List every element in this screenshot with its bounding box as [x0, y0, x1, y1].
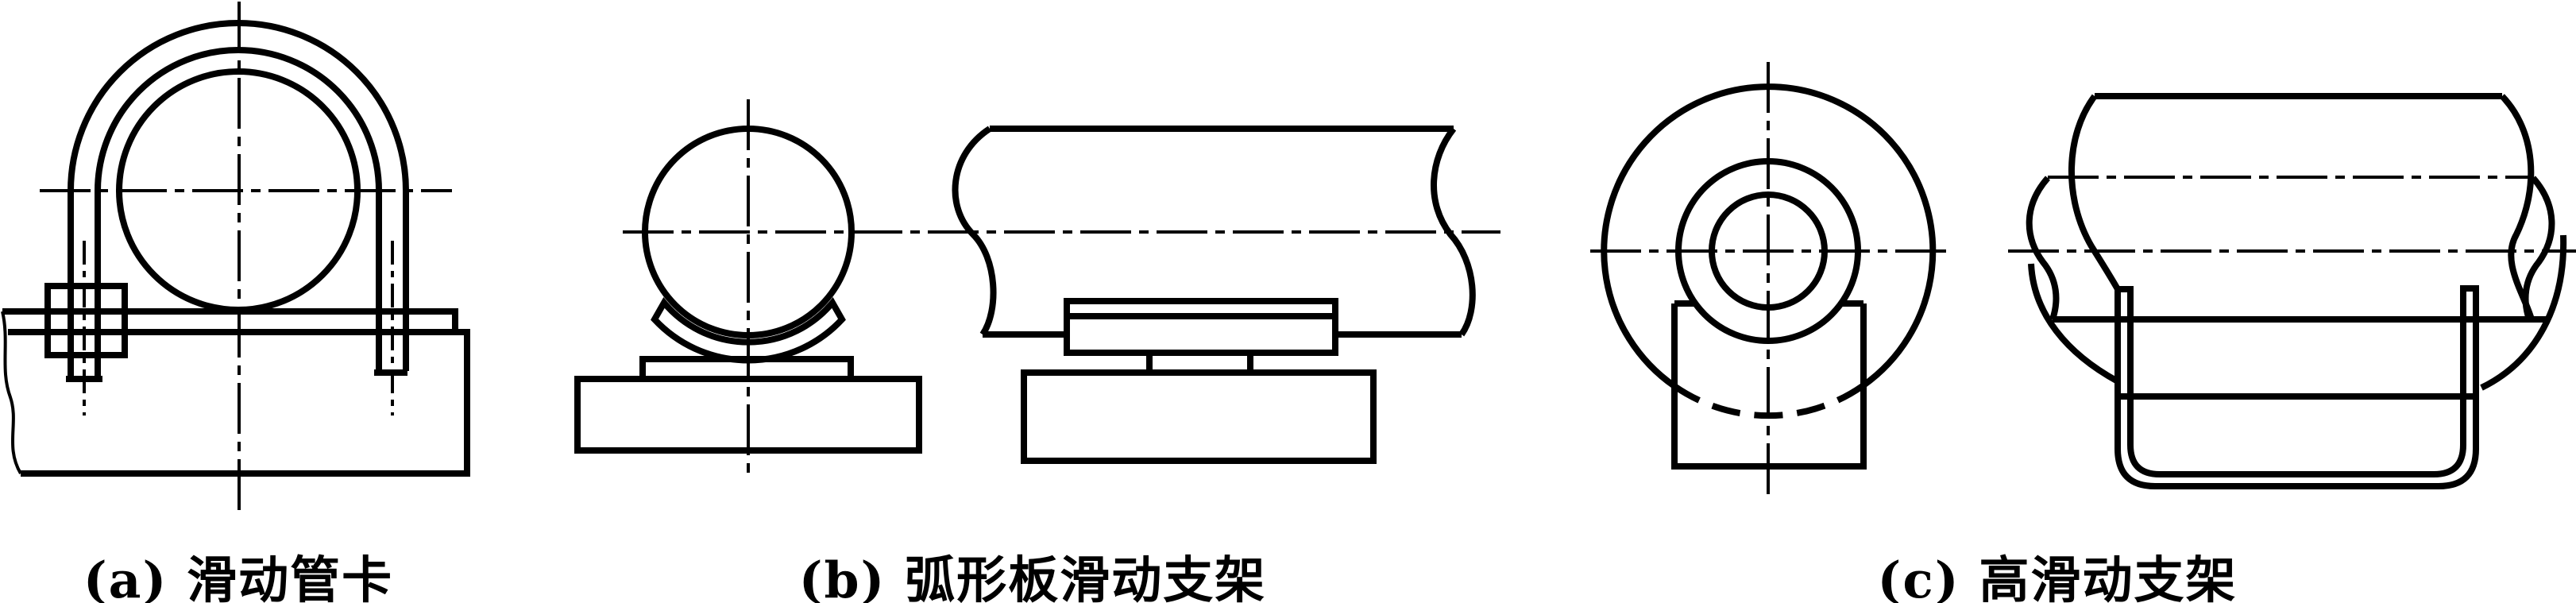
- caption-c: (c) 高滑动支架: [1877, 551, 2238, 603]
- rear-pipe-left-break: [2026, 176, 2060, 321]
- base-pedestal-b: [574, 376, 922, 454]
- high-support-front-view: [1590, 62, 1948, 499]
- base-pedestal-side: [1021, 369, 1377, 464]
- u-bolt-outer: [68, 20, 409, 377]
- arc-plate-support-side-view: [952, 126, 1476, 464]
- arc-plate-support-front-view: [574, 99, 1500, 481]
- nut: [44, 283, 128, 358]
- high-support-side-view: [2008, 93, 2576, 489]
- u-strap-inner: [2127, 288, 2466, 477]
- outer-pipe-circle-hidden: [1672, 382, 1866, 419]
- outer-pipe-circle-solid: [1601, 83, 1937, 389]
- rear-pipe-left-end-arc: [2028, 263, 2119, 385]
- support-beam: [8, 329, 470, 477]
- pipe-left-break-curve: [952, 126, 997, 337]
- large-pipe-right-break: [2500, 94, 2535, 321]
- rear-pipe-right-end-arc: [2480, 234, 2567, 391]
- u-strap-outer: [2114, 288, 2479, 489]
- inner-pipe-circle: [1709, 191, 1828, 311]
- caption-a: (a) 滑动管卡: [83, 551, 394, 603]
- pipe-circle-b: [642, 126, 855, 338]
- arc-plate-saddle: [651, 297, 846, 364]
- collar-circle: [1675, 158, 1861, 344]
- break-line: [1, 311, 22, 475]
- caption-b: (b) 弧形板滑动支架: [798, 551, 1267, 603]
- large-pipe-left-break: [2068, 94, 2121, 291]
- pedestal-c: [1671, 300, 1867, 470]
- clamp-plate: [2, 308, 458, 332]
- pipe-right-break-curve: [1431, 126, 1476, 337]
- rear-pipe-right-break: [2522, 176, 2555, 321]
- slide-plate-side: [1064, 298, 1338, 356]
- u-bolt-clamp-front-view: [1, 2, 470, 510]
- u-bolt-inner: [95, 47, 382, 377]
